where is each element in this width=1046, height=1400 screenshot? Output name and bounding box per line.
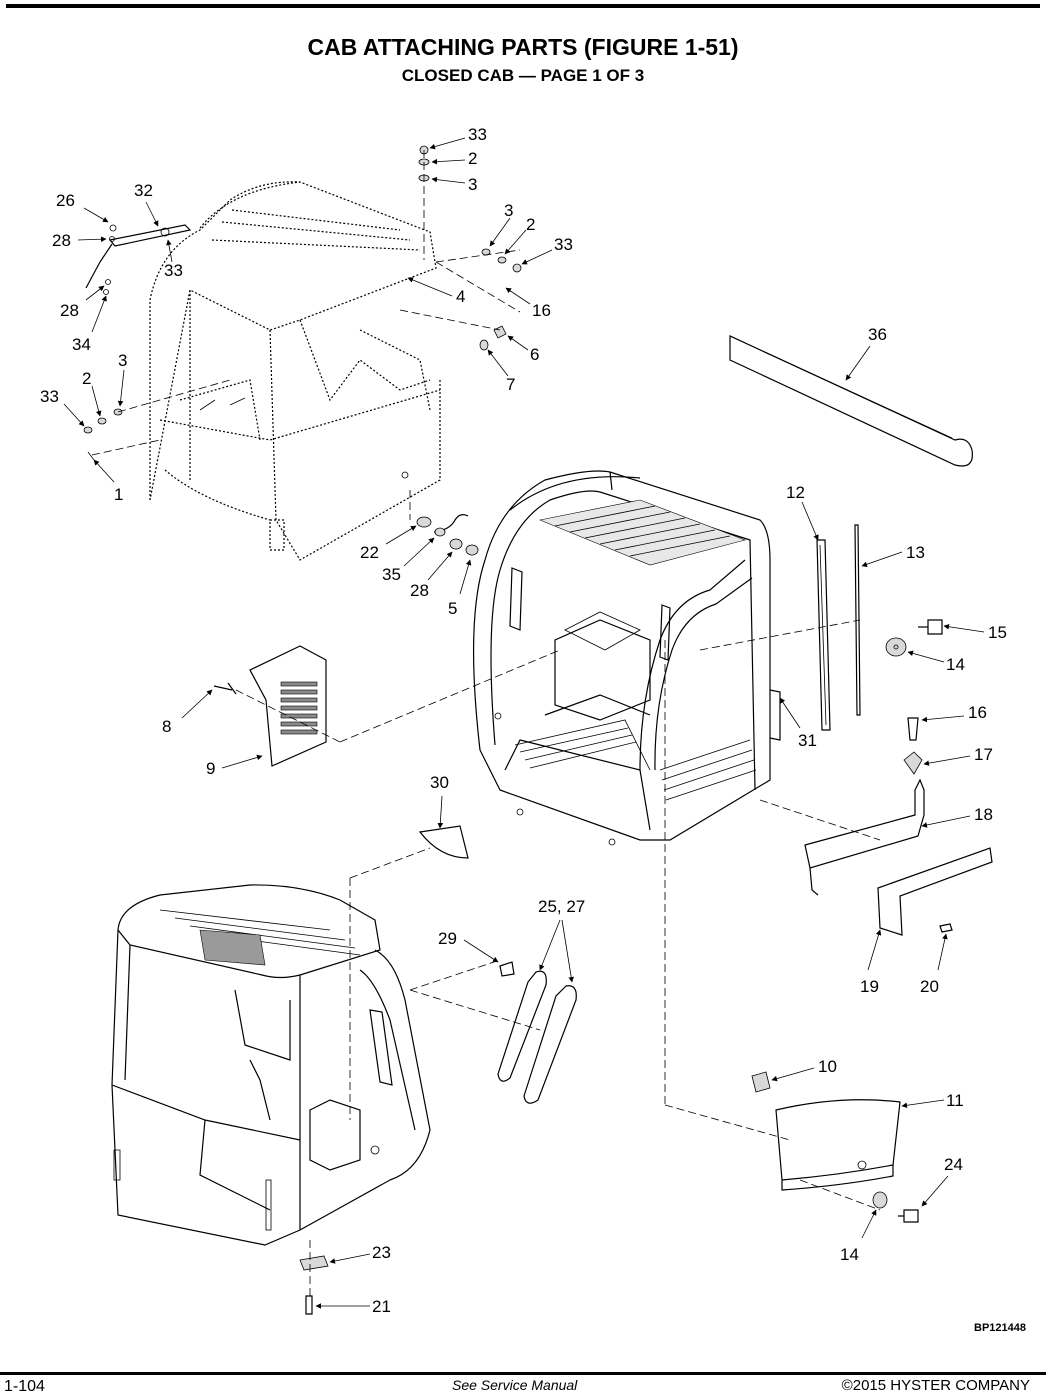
callout-25-27: 25, 27 [538, 897, 585, 916]
part-32-handle [85, 224, 192, 295]
fasteners-22-5 [409, 490, 479, 556]
callout-4: 4 [456, 287, 465, 306]
callout-10: 10 [818, 1057, 837, 1076]
part-12-13-strips [816, 524, 861, 731]
callout-11: 11 [946, 1091, 964, 1110]
page-number: 1-104 [4, 1378, 45, 1395]
callout-33: 33 [40, 387, 59, 406]
top-rule [6, 4, 1040, 8]
callout-28: 28 [410, 581, 429, 600]
callout-32: 32 [134, 181, 153, 200]
callout-2: 2 [468, 149, 477, 168]
callout-23: 23 [372, 1243, 391, 1262]
upper-cab-phantom [149, 181, 441, 561]
callout-33: 33 [554, 235, 573, 254]
callout-30: 30 [430, 773, 449, 792]
bottom-rule [0, 1372, 1046, 1375]
callout-1: 1 [114, 485, 123, 504]
part-23-21-fasteners [299, 1240, 329, 1315]
callout-21: 21 [372, 1297, 391, 1316]
part-36-trim-strip [729, 335, 973, 467]
callout-3: 3 [504, 201, 513, 220]
callout-8: 8 [162, 717, 171, 736]
page-subtitle: CLOSED CAB — PAGE 1 OF 3 [401, 66, 645, 85]
callout-33: 33 [468, 125, 487, 144]
callout-28: 28 [60, 301, 79, 320]
callout-16: 16 [532, 301, 551, 320]
part-9-grille-panel [213, 645, 561, 767]
service-manual-note: See Service Manual [452, 1377, 578, 1393]
callout-31: 31 [798, 731, 817, 750]
callout-34: 34 [72, 335, 91, 354]
part-25-27-seals [497, 961, 577, 1104]
part-30-cover [418, 825, 469, 859]
part-11-panel [751, 1071, 919, 1223]
callout-2: 2 [526, 215, 535, 234]
callout-6: 6 [530, 345, 539, 364]
part-14-15-fasteners [885, 619, 943, 657]
callout-3: 3 [118, 351, 127, 370]
callout-36: 36 [868, 325, 887, 344]
callout-19: 19 [860, 977, 879, 996]
callout-26: 26 [56, 191, 75, 210]
callout-29: 29 [438, 929, 457, 948]
callout-3: 3 [468, 175, 477, 194]
callout-22: 22 [360, 543, 379, 562]
callout-2: 2 [82, 369, 91, 388]
main-cab-frame [472, 470, 781, 846]
copyright: ©2015 HYSTER COMPANY [841, 1377, 1030, 1394]
callout-35: 35 [382, 565, 401, 584]
fasteners-top [83, 145, 522, 461]
callout-17: 17 [974, 745, 993, 764]
callout-15: 15 [988, 623, 1007, 642]
callout-20: 20 [920, 977, 939, 996]
callout-7: 7 [506, 375, 515, 394]
callout-33: 33 [164, 261, 183, 280]
callout-16: 16 [968, 703, 987, 722]
callout-12: 12 [786, 483, 805, 502]
callouts: 33 2 3 26 32 28 33 28 34 3 2 33 4 16 6 7… [40, 125, 1007, 1316]
callout-9: 9 [206, 759, 215, 778]
callout-28: 28 [52, 231, 71, 250]
page-title: CAB ATTACHING PARTS (FIGURE 1-51) [307, 34, 739, 60]
figure-code: BP121448 [974, 1322, 1026, 1334]
callout-14: 14 [840, 1245, 859, 1264]
callout-14: 14 [946, 655, 965, 674]
lower-cab [111, 884, 431, 1246]
callout-13: 13 [906, 543, 925, 562]
callout-18: 18 [974, 805, 993, 824]
part-18-19-brackets [804, 717, 993, 936]
callout-24: 24 [944, 1155, 963, 1174]
callout-5: 5 [448, 599, 457, 618]
leader-dashes-center [349, 619, 881, 1211]
